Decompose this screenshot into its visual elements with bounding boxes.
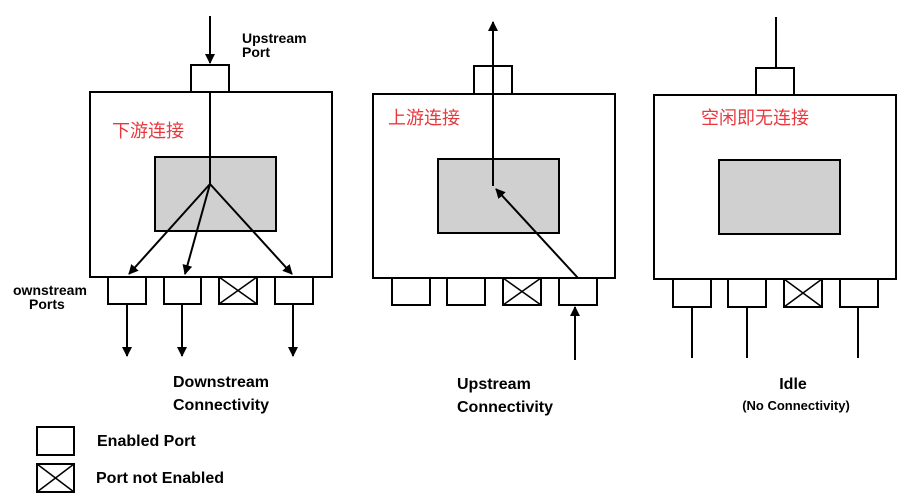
legend-enabled-port-icon (36, 426, 75, 456)
caption: (No Connectivity) (742, 398, 850, 413)
route-arrow (209, 183, 293, 275)
switch-core (154, 156, 277, 232)
cn-title: 空闲即无连接 (701, 108, 809, 129)
enabled-port (727, 278, 767, 308)
legend: Enabled Port Port not Enabled (36, 426, 224, 493)
enabled-port (163, 276, 202, 305)
legend-disabled-port-icon (36, 463, 75, 493)
caption: Upstream (457, 376, 531, 393)
disabled-port (783, 278, 823, 308)
route-arrow (495, 188, 579, 279)
enabled-port (107, 276, 147, 305)
enabled-port (672, 278, 712, 308)
upstream-port (190, 64, 230, 93)
caption: Connectivity (173, 397, 269, 414)
downstream-ports-label: ownstream (13, 282, 87, 298)
enabled-port (391, 277, 431, 306)
upstream-diagram: 上游连接 Upstream Connectivity (372, 21, 616, 416)
cn-title: 上游连接 (388, 108, 460, 129)
upstream-port (755, 67, 795, 96)
enabled-port (839, 278, 879, 308)
legend-not-enabled-label: Port not Enabled (96, 470, 224, 487)
legend-enabled-label: Enabled Port (97, 433, 196, 450)
route-arrow (182, 183, 211, 275)
disabled-port (218, 276, 258, 305)
upstream-port-label: Upstream (242, 30, 307, 46)
disabled-port (502, 277, 542, 306)
caption: Downstream (173, 374, 269, 391)
route-arrow (128, 183, 211, 275)
switch-core (437, 158, 560, 234)
caption: Connectivity (457, 399, 553, 416)
downstream-ports-label: Ports (29, 296, 65, 312)
switch-core (718, 159, 841, 235)
caption: Idle (779, 376, 807, 393)
upstream-port-label: Port (242, 44, 270, 60)
downstream-diagram: 下游连接 Upstream Port ownstream Ports Downs… (13, 16, 333, 414)
enabled-port (446, 277, 486, 306)
idle-diagram: 空闲即无连接 Idle (No Connectivity) (653, 17, 897, 413)
enabled-port (558, 277, 598, 306)
enabled-port (274, 276, 314, 305)
cn-title: 下游连接 (112, 121, 184, 142)
